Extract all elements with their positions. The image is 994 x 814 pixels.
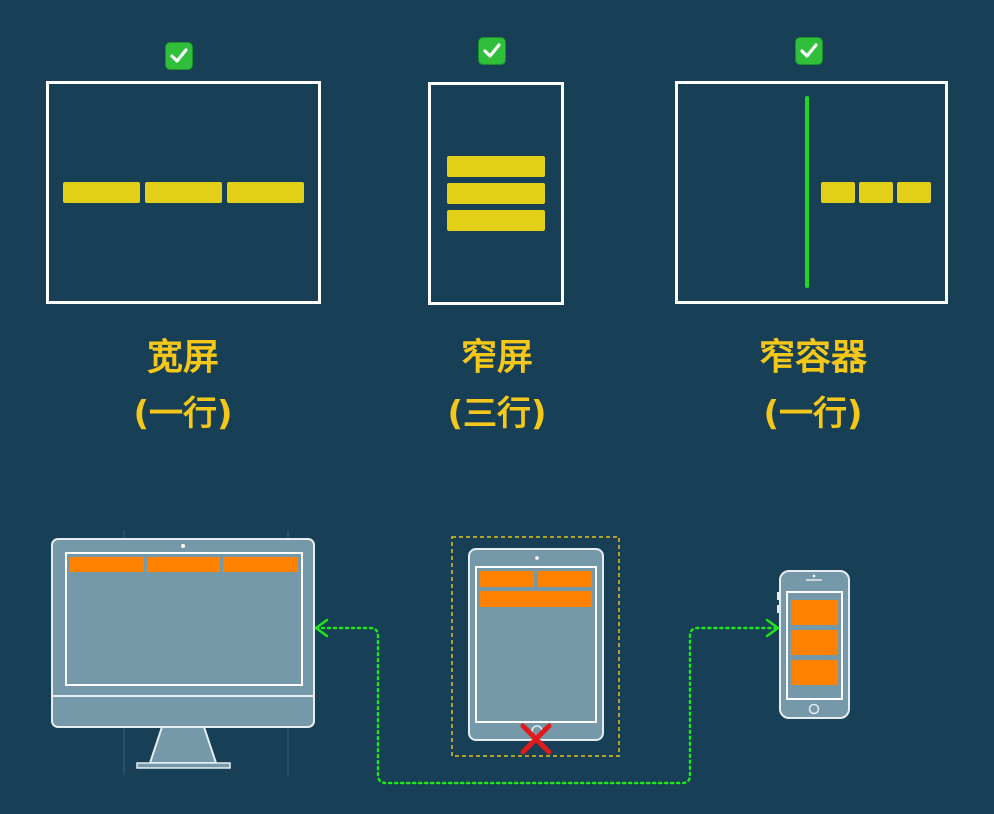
layout-bar: [447, 156, 545, 177]
caption-title: 宽屏: [146, 337, 219, 378]
check-mark-icon: [165, 42, 193, 70]
caption-subtitle: (三行): [447, 394, 547, 434]
caption-title: 窄容器: [758, 337, 867, 378]
narrow-screen-frame: [428, 82, 564, 305]
caption-wide-screen: 宽屏 (一行): [53, 330, 313, 442]
wide-screen-frame: [46, 81, 321, 304]
container-boundary-line: [805, 96, 809, 288]
layout-bar: [63, 182, 140, 203]
tablet-icon: [451, 536, 620, 757]
layout-bar: [821, 182, 855, 203]
layout-bar: [859, 182, 893, 203]
narrow-container-frame: [675, 81, 948, 304]
layout-bar: [447, 210, 545, 231]
caption-narrow-container: 窄容器 (一行): [683, 330, 943, 442]
layout-bar: [897, 182, 931, 203]
layout-bar: [227, 182, 304, 203]
check-mark-icon: [795, 37, 823, 65]
caption-narrow-screen: 窄屏 (三行): [367, 330, 627, 442]
desktop-monitor-icon: [51, 530, 315, 775]
check-mark-icon: [478, 37, 506, 65]
layout-bar: [145, 182, 222, 203]
devices-illustration: [51, 530, 850, 785]
cross-icon: [520, 723, 552, 755]
layout-bar: [447, 183, 545, 204]
phone-icon: [777, 570, 850, 719]
caption-subtitle: (一行): [133, 394, 233, 434]
dotted-connector-arrows: [314, 618, 780, 785]
caption-title: 窄屏: [460, 337, 533, 378]
caption-subtitle: (一行): [763, 394, 863, 434]
